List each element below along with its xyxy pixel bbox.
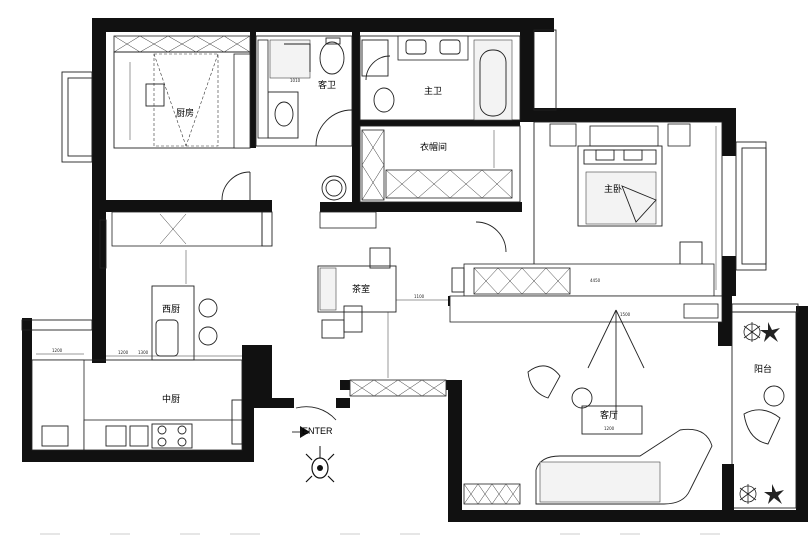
windows: [21, 29, 799, 331]
tea-room: 茶室 1100: [317, 247, 448, 378]
arrow-icon: [300, 426, 310, 438]
western-kitchen: 西厨 1300: [106, 211, 273, 361]
room-label-western-kitchen: 西厨: [162, 304, 180, 315]
entry-cabinet: [295, 379, 447, 421]
plant-icon: [743, 322, 780, 342]
chinese-kitchen: 1200 1200 中厨: [31, 348, 243, 451]
kitchen-area: 厨房: [113, 35, 251, 201]
dim-western-kitchen-depth: 1300: [138, 350, 149, 355]
room-label-chinese-kitchen: 中厨: [162, 393, 180, 405]
dim-sofa-table: 1200: [604, 426, 615, 431]
walk-in-closet: 衣帽间: [319, 125, 521, 253]
room-label-tea-room: 茶室: [352, 283, 370, 295]
plant-icon: [739, 484, 784, 504]
master-bedroom: 主卧: [533, 121, 723, 297]
room-label-walk-in-closet: 衣帽间: [420, 141, 447, 153]
exterior-walls: [22, 18, 808, 522]
balcony: 阳台: [722, 311, 797, 512]
dim-tea-room-width: 1100: [414, 294, 425, 299]
entrance: ENTER: [292, 426, 335, 483]
guest-bath: 客卫 1010: [255, 35, 353, 147]
footprint-icon: [305, 446, 335, 483]
dim-kitchen-left: 1200: [52, 348, 63, 353]
room-label-master-bedroom: 主卧: [604, 183, 622, 195]
entrance-label: ENTER: [302, 426, 333, 436]
room-label-guest-bath: 客卫: [318, 79, 336, 91]
master-bath: 主卫: [359, 35, 521, 121]
room-label-living-room: 客厅: [600, 409, 618, 421]
room-label-kitchen: 厨房: [176, 107, 194, 119]
dim-wardrobe-length: 4450: [590, 278, 601, 283]
wardrobe-cabinet: 4450: [449, 263, 723, 323]
dim-chinese-kitchen-depth: 1200: [118, 350, 129, 355]
room-label-balcony: 阳台: [754, 363, 772, 375]
room-label-master-bath: 主卫: [424, 85, 442, 97]
dim-living-width: 1500: [620, 312, 631, 317]
living-room: 客厅 1200 1500: [463, 309, 785, 505]
dim-guest-bath-vanity: 1010: [290, 78, 301, 83]
